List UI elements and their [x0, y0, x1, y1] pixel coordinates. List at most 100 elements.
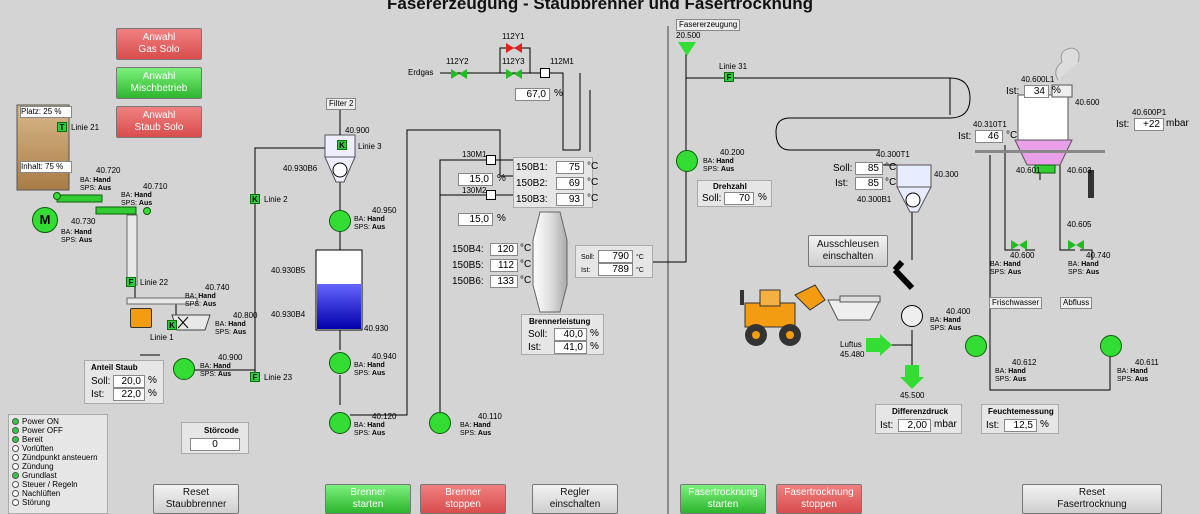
unit: °C: [885, 162, 897, 173]
tag-40120: 40.120: [372, 412, 397, 421]
transmitter-t-icon: T: [57, 122, 67, 132]
arrow-down-icon: [905, 365, 919, 377]
status-item: Zündung: [12, 462, 104, 471]
tag-112M1: 112M1: [550, 57, 574, 66]
tag-40950: 40.950: [372, 206, 397, 215]
silo: [16, 104, 70, 191]
pump-40611-icon[interactable]: [1100, 335, 1122, 357]
fan-40400-icon[interactable]: [901, 305, 923, 327]
panel-title: Anteil Staub: [91, 363, 138, 372]
k-icon: K: [250, 194, 260, 204]
valve-112Y3-icon[interactable]: [514, 69, 522, 79]
panel-title: Feuchtemessung: [988, 407, 1054, 416]
regler-einschalten-button[interactable]: Regler einschalten: [532, 484, 618, 514]
valve-112Y1-icon[interactable]: [506, 43, 514, 53]
temp-label: 150B4:: [452, 244, 484, 255]
k-icon: K: [167, 320, 177, 330]
brenner-starten-button[interactable]: Brenner starten: [325, 484, 411, 514]
anwahl-gas-solo-button[interactable]: Anwahl Gas Solo: [116, 28, 202, 60]
tag-40400: 40.400: [946, 307, 971, 316]
tag-112Y2: 112Y2: [446, 57, 469, 66]
anwahl-staub-solo-button[interactable]: Anwahl Staub Solo: [116, 106, 202, 138]
brenner-stoppen-button[interactable]: Brenner stoppen: [420, 484, 506, 514]
pump-40612-icon[interactable]: [965, 335, 987, 357]
tag-45500: 45.500: [900, 391, 925, 400]
anteil-staub-soll-value[interactable]: 20,0: [113, 375, 145, 388]
cyclone-soll-value[interactable]: 85: [855, 162, 883, 175]
tag-40900: 40.900: [345, 126, 370, 135]
reset-staubbrenner-button[interactable]: Reset Staubbrenner: [153, 484, 239, 514]
motor-icon[interactable]: M: [32, 207, 58, 233]
status-item: Bereit: [12, 435, 104, 444]
ist-label: Ist:: [1116, 119, 1130, 130]
valve-112Y2-icon[interactable]: [451, 69, 459, 79]
fan-40200-icon[interactable]: [676, 150, 698, 172]
pump-40900-icon[interactable]: [173, 358, 195, 380]
tag-40600: 40.600: [1075, 98, 1100, 107]
drehzahl-soll-value[interactable]: 70: [724, 192, 754, 205]
linie-2-label: Linie 2: [264, 195, 288, 204]
pressure-value: +22: [1134, 118, 1164, 131]
fan-40950-icon[interactable]: [329, 210, 351, 232]
ist-label: Ist:: [958, 131, 972, 142]
ist-label: Ist:: [1006, 86, 1020, 97]
temp-value: 112: [490, 259, 518, 272]
led-off-icon: [12, 499, 19, 507]
valve-112Y2-icon[interactable]: [459, 69, 467, 79]
damper-130M2-icon[interactable]: [486, 190, 496, 200]
status-item: Grundlast: [12, 471, 104, 480]
burner-temp-panel: Soll: 790 °C Ist: 789 °C: [575, 245, 653, 278]
value-130M1: 15,0: [458, 173, 493, 186]
linie-1-label: Linie 1: [150, 333, 174, 342]
tag-40930B6: 40.930B6: [283, 164, 318, 173]
valve-40600-icon[interactable]: [1019, 240, 1027, 250]
soll-label: Soll:: [702, 193, 722, 204]
damper-112M1-icon[interactable]: [540, 68, 550, 78]
brennerleistung-soll-value[interactable]: 40,0: [554, 328, 587, 341]
tag-40740: 40.740: [1086, 251, 1111, 260]
valve-112Y1-icon[interactable]: [514, 43, 522, 53]
tag-40930: 40.930: [364, 324, 389, 333]
tag-40200: 40.200: [720, 148, 745, 157]
fan-40940-icon[interactable]: [329, 352, 351, 374]
drehzahl-panel: Drehzahl Soll: 70 %: [697, 180, 772, 207]
damper-130M1-icon[interactable]: [486, 155, 496, 165]
tag-40930B5: 40.930B5: [271, 266, 306, 275]
tag-40300: 40.300: [934, 170, 959, 179]
unit: °C: [636, 254, 644, 261]
anwahl-mischbetrieb-button[interactable]: Anwahl Mischbetrieb: [116, 67, 202, 99]
tag-40601: 40.601: [1016, 166, 1041, 175]
silo-platz: Platz: 25 %: [20, 106, 72, 118]
feuchtemessung-panel: Feuchtemessung Ist: 12,5 %: [981, 404, 1059, 434]
pump-40120-icon[interactable]: [329, 412, 351, 434]
valve-40600-icon[interactable]: [1011, 240, 1019, 250]
unit: %: [148, 388, 157, 399]
reset-fasertrocknung-button[interactable]: Reset Fasertrocknung: [1022, 484, 1162, 514]
unit: %: [148, 375, 157, 386]
arrow-down-icon: [900, 377, 924, 389]
value-112M1: 67,0: [515, 88, 550, 101]
burner-soll-value[interactable]: 790: [598, 250, 633, 263]
status-item: Power OFF: [12, 426, 104, 435]
frischwasser-label: Frischwasser: [989, 297, 1043, 309]
valve-112Y3-icon[interactable]: [506, 69, 514, 79]
status-label: Power ON: [22, 417, 59, 426]
valve-40740-icon[interactable]: [1076, 240, 1084, 250]
luftus-label: Luftus: [840, 340, 862, 349]
pump-40110-icon[interactable]: [429, 412, 451, 434]
ausschleusen-button[interactable]: Ausschleusen einschalten: [808, 235, 888, 267]
valve-40740-icon[interactable]: [1068, 240, 1076, 250]
status-dot-icon: [53, 192, 61, 200]
fasertrocknung-stoppen-button[interactable]: Fasertrocknung stoppen: [776, 484, 862, 514]
brennerleistung-panel: Brennerleistung Soll: 40,0 % Ist: 41,0 %: [521, 314, 604, 355]
unit: mbar: [1166, 118, 1189, 129]
fasertrocknung-starten-button[interactable]: Fasertrocknung starten: [680, 484, 766, 514]
stoercode-value: 0: [190, 438, 240, 451]
unit: °C: [1006, 130, 1018, 141]
